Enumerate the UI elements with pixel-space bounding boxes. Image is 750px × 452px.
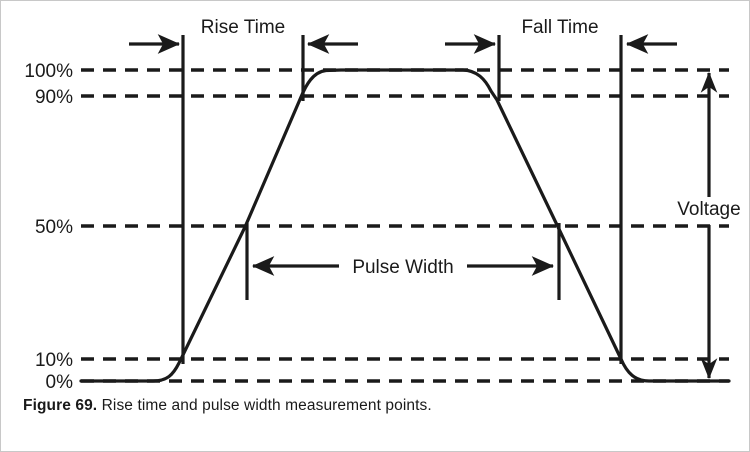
axis-tick-label-90: 90% (35, 87, 73, 108)
axis-tick-label-10: 10% (35, 350, 73, 371)
voltage-label: Voltage (677, 199, 740, 220)
fall-time-annotation: Fall Time (445, 17, 677, 364)
pulse-width-annotation: Pulse Width (245, 223, 561, 300)
rise-time-annotation: Rise Time (129, 17, 358, 364)
figure-caption-number: Figure 69. (23, 397, 98, 414)
rise-time-label: Rise Time (201, 17, 285, 38)
axis-tick-label-50: 50% (35, 217, 73, 238)
figure-caption-text: Rise time and pulse width measurement po… (97, 397, 432, 414)
figure-caption: Figure 69. Rise time and pulse width mea… (23, 397, 432, 415)
pulse-waveform-trace (79, 68, 731, 383)
axis-tick-label-0: 0% (46, 372, 74, 393)
axis-tick-labels: 100% 90% 50% 10% 0% (24, 61, 73, 393)
voltage-annotation: Voltage (677, 71, 741, 380)
reference-lines (81, 68, 729, 383)
axis-tick-label-100: 100% (24, 61, 73, 82)
fall-time-label: Fall Time (521, 17, 598, 38)
pulse-width-label: Pulse Width (352, 257, 453, 278)
